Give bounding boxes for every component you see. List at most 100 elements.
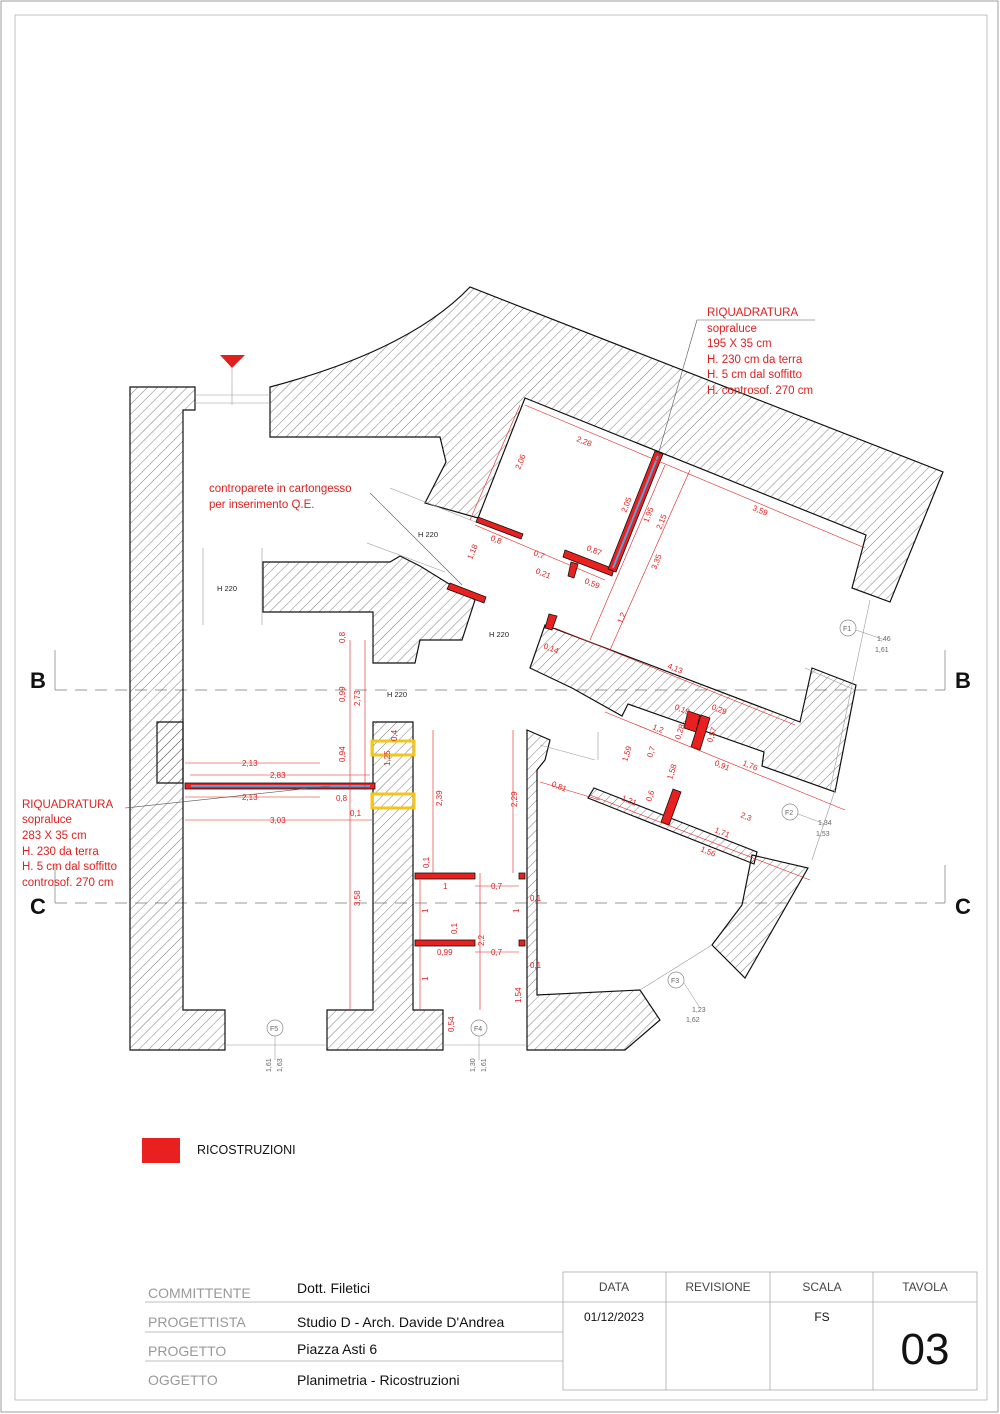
note-riquadratura-top: RIQUADRATURA sopraluce 195 X 35 cm H. 23… — [657, 307, 815, 456]
svg-text:1,30: 1,30 — [470, 1058, 477, 1072]
dim-label: 0,21 — [534, 567, 552, 581]
dim-label: 0,7 — [645, 745, 657, 759]
title-label-progetto: PROGETTO — [148, 1343, 226, 1359]
dim-label: 0,87 — [585, 544, 603, 558]
dim-label: 1 — [421, 976, 430, 981]
dim-label: 0,8 — [336, 794, 348, 803]
header-revisione: REVISIONE — [685, 1280, 750, 1294]
dim-label: 2,06 — [514, 452, 528, 470]
height-label: H 220 — [387, 690, 407, 699]
dim-label: 2,83 — [270, 771, 286, 780]
highlight-box — [370, 792, 416, 810]
svg-text:1,61: 1,61 — [266, 1058, 273, 1072]
dim-label: 0,7 — [532, 549, 546, 562]
fixture-f3: F3 1,23 1,62 — [667, 971, 706, 1024]
dim-label: 0,1 — [422, 856, 431, 868]
dim-label: 0,1 — [530, 894, 542, 903]
dim-label: 1,95 — [642, 505, 656, 523]
fixture-f5: F5 1,61 1,63 — [266, 1019, 284, 1072]
note-controparete: controparete in cartongesso per inserime… — [209, 483, 463, 586]
svg-text:1,63: 1,63 — [277, 1058, 284, 1072]
entrance-arrow-icon — [220, 355, 245, 368]
svg-text:per inserimento Q.E.: per inserimento Q.E. — [209, 499, 314, 511]
header-tavola: TAVOLA — [902, 1280, 948, 1294]
dim-label: 0,1 — [450, 922, 459, 934]
title-value-committente: Dott. Filetici — [297, 1280, 370, 1296]
dim-label: 2,2 — [477, 934, 486, 946]
dim-label: 1,59 — [620, 745, 634, 763]
dim-label: 0,99 — [338, 686, 347, 702]
title-block — [145, 1271, 978, 1391]
dim-label: 1,25 — [383, 750, 392, 766]
svg-text:F2: F2 — [785, 810, 793, 817]
svg-text:H. controsof. 270 cm: H. controsof. 270 cm — [707, 385, 813, 397]
dim-label: 1 — [421, 908, 430, 913]
dim-label: 3,58 — [353, 890, 362, 906]
title-value-oggetto: Planimetria - Ricostruzioni — [297, 1372, 460, 1388]
dim-label: 3,03 — [270, 816, 286, 825]
title-label-committente: COMMITTENTE — [148, 1285, 251, 1301]
dim-label: 2,15 — [655, 512, 669, 530]
section-line-c — [54, 865, 946, 904]
dim-label: 1 — [443, 882, 448, 891]
dim-label: 0,91 — [713, 759, 731, 773]
title-value-progetto: Piazza Asti 6 — [297, 1341, 377, 1357]
dim-label: 0,54 — [447, 1016, 456, 1032]
header-data: DATA — [599, 1280, 629, 1294]
section-label-b-right: B — [955, 668, 971, 693]
svg-text:RIQUADRATURA: RIQUADRATURA — [22, 799, 113, 811]
svg-text:1,46: 1,46 — [877, 636, 891, 643]
height-label: H 220 — [418, 530, 438, 539]
svg-text:F4: F4 — [474, 1026, 482, 1033]
value-tavola: 03 — [901, 1325, 950, 1374]
fixture-f1: F1 1,46 1,61 — [839, 619, 891, 654]
drawing-frame — [14, 14, 988, 1401]
svg-text:283 X 35 cm: 283 X 35 cm — [22, 830, 87, 842]
dim-label: 2,28 — [575, 435, 593, 449]
dim-label: 0,7 — [491, 882, 503, 891]
svg-text:1,34: 1,34 — [818, 820, 832, 827]
note-riquadratura-left: RIQUADRATURA sopraluce 283 X 35 cm H. 23… — [22, 785, 331, 889]
svg-text:1,62: 1,62 — [686, 1017, 700, 1024]
frame-opening-top — [612, 455, 659, 569]
highlight-box — [370, 739, 416, 757]
dim-label: 1,2 — [616, 611, 629, 625]
svg-text:H. 5 cm dal soffitto: H. 5 cm dal soffitto — [707, 369, 802, 381]
dim-label: 1,76 — [741, 759, 759, 773]
height-label: H 220 — [489, 630, 509, 639]
section-label-c-left: C — [30, 894, 46, 919]
dim-label: 2,3 — [739, 811, 753, 824]
svg-text:controsof. 270 cm: controsof. 270 cm — [22, 877, 113, 889]
legend-swatch — [142, 1138, 180, 1163]
dim-label: 1,54 — [514, 987, 523, 1003]
fixture-f4: F4 1,30 1,61 — [470, 1019, 488, 1072]
svg-text:RIQUADRATURA: RIQUADRATURA — [707, 307, 798, 319]
dim-label: 3,59 — [751, 504, 769, 518]
svg-text:H. 230 da terra: H. 230 da terra — [22, 846, 99, 858]
svg-text:sopraluce: sopraluce — [707, 323, 757, 335]
title-value-progettista: Studio D - Arch. Davide D'Andrea — [297, 1314, 505, 1330]
dim-label: 0,7 — [491, 948, 503, 957]
dim-label: 0,59 — [583, 577, 601, 591]
svg-text:H. 230 cm da terra: H. 230 cm da terra — [707, 354, 803, 366]
svg-text:F1: F1 — [843, 626, 851, 633]
svg-text:F5: F5 — [270, 1026, 278, 1033]
dim-label: 0,99 — [437, 948, 453, 957]
dim-label: 1,18 — [466, 542, 480, 560]
header-scala: SCALA — [802, 1280, 841, 1294]
dim-label: 0,1 — [350, 809, 362, 818]
dim-label: 0,6 — [644, 789, 656, 803]
dim-label: 0,8 — [338, 631, 347, 643]
dim-label: 1,2 — [651, 723, 665, 736]
dimension-labels: 2,28 2,06 0,8 1,18 0,7 0,21 0,87 0,59 2,… — [242, 435, 770, 1032]
dim-label: 2,29 — [510, 791, 519, 807]
svg-text:H. 5 cm dal soffitto: H. 5 cm dal soffitto — [22, 861, 117, 873]
svg-text:F3: F3 — [671, 978, 679, 985]
dim-label: 1,58 — [665, 763, 679, 781]
section-line-b — [54, 650, 946, 691]
svg-text:1,23: 1,23 — [692, 1007, 706, 1014]
dim-label: 3,35 — [650, 552, 664, 570]
svg-text:1,53: 1,53 — [816, 831, 830, 838]
